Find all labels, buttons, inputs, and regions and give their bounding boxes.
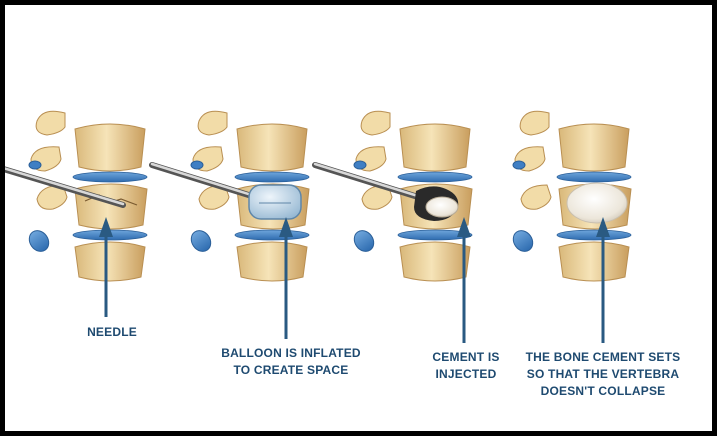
nerve-cross-section — [512, 230, 534, 252]
pointer-arrow-head — [457, 217, 471, 237]
caption-line: BALLOON IS INFLATED — [221, 346, 361, 360]
vertebral-body — [558, 123, 630, 172]
pointer-arrow-head — [99, 217, 113, 237]
spinous-process — [519, 110, 550, 136]
needle-highlight — [150, 162, 257, 198]
intervertebral-disc — [556, 229, 632, 241]
caption-cement: CEMENT IS INJECTED — [411, 349, 521, 383]
needle-highlight — [5, 167, 125, 206]
vertebral-body — [399, 123, 471, 172]
vertebral-body — [399, 241, 471, 282]
spinous-process — [198, 184, 230, 210]
nerve-cross-section — [190, 160, 204, 170]
caption-line: THE BONE CEMENT SETS — [525, 350, 681, 364]
vertebral-body — [236, 123, 308, 172]
intervertebral-disc — [397, 171, 473, 183]
caption-line: CEMENT IS — [432, 350, 500, 364]
balloon-icon — [248, 184, 302, 220]
intervertebral-disc — [234, 171, 310, 183]
spine-segment — [312, 110, 473, 343]
nerve-cross-section — [353, 230, 375, 252]
spinous-process — [36, 184, 68, 210]
intervertebral-disc — [397, 229, 473, 241]
vertebral-body — [74, 241, 146, 282]
spine-segment — [5, 110, 148, 317]
nerve-cross-section — [512, 160, 526, 170]
nerve-cross-section — [353, 160, 367, 170]
caption-line: TO CREATE SPACE — [233, 363, 349, 377]
spine-segment — [512, 110, 632, 343]
intervertebral-disc — [72, 171, 148, 183]
nerve-cross-section — [28, 160, 42, 170]
vertebral-body — [236, 241, 308, 282]
kyphoplasty-illustration — [5, 110, 632, 343]
spinous-process — [361, 184, 393, 210]
pointer-arrow-head — [279, 217, 293, 237]
spinous-process — [520, 184, 552, 210]
caption-line: SO THAT THE VERTEBRA — [526, 367, 680, 381]
nerve-cross-section — [190, 230, 212, 252]
spine-segment — [149, 110, 310, 339]
caption-balloon: BALLOON IS INFLATED TO CREATE SPACE — [211, 345, 371, 379]
spinous-process — [197, 110, 228, 136]
spinous-process — [35, 110, 66, 136]
caption-needle: NEEDLE — [57, 324, 167, 341]
caption-line: INJECTED — [435, 367, 497, 381]
vertebral-body — [74, 123, 146, 172]
pointer-arrow-head — [596, 217, 610, 237]
spinous-process — [360, 110, 391, 136]
cement-icon — [425, 196, 459, 218]
intervertebral-disc — [234, 229, 310, 241]
diagram-frame: NEEDLE BALLOON IS INFLATED TO CREATE SPA… — [5, 5, 712, 431]
set-cement-icon — [566, 182, 628, 224]
needle-highlight — [313, 162, 420, 198]
caption-line: DOESN'T COLLAPSE — [540, 384, 666, 398]
nerve-cross-section — [28, 230, 50, 252]
vertebral-body — [558, 241, 630, 282]
caption-cement-sets: THE BONE CEMENT SETS SO THAT THE VERTEBR… — [518, 349, 688, 400]
caption-line: NEEDLE — [87, 325, 137, 339]
intervertebral-disc — [556, 171, 632, 183]
